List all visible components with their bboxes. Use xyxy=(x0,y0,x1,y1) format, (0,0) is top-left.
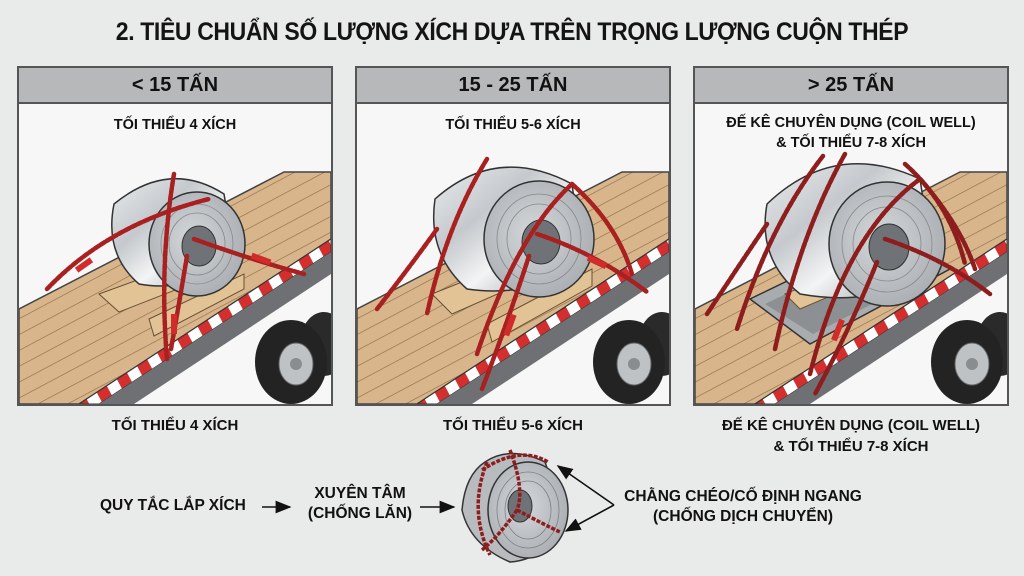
trailer-wheel-icon xyxy=(931,312,1007,404)
trailer-wheel-icon xyxy=(255,312,331,404)
panel-header: < 15 TẤN xyxy=(19,68,331,104)
trailer-wheel-icon xyxy=(593,312,669,404)
panel-15-to-25-tons: 15 - 25 TẤN TỐI THIỂU 5-6 XÍCH xyxy=(355,66,671,406)
panel-caption: TỐI THIỂU 4 XÍCH xyxy=(111,417,239,434)
chain-icon xyxy=(44,171,307,362)
panel-under-15-tons: < 15 TẤN TỐI THIỂU 4 XÍCH xyxy=(17,66,333,406)
cross-tie-label: CHẰNG CHÉO/CỐ ĐỊNH NGANG (CHỐNG DỊCH CHU… xyxy=(624,488,862,525)
rule-label: QUY TẮC LẮP XÍCH xyxy=(100,497,246,514)
panel-subtitle: ĐẾ KÊ CHUYÊN DỤNG (COIL WELL) & TỐI THIỂ… xyxy=(726,115,976,151)
panel-over-25-tons: > 25 TẤN ĐẾ KÊ CHUYÊN DỤNG (COIL WELL) &… xyxy=(693,66,1009,406)
panel-caption: ĐẾ KÊ CHUYÊN DỤNG (COIL WELL) & TỐI THIỂ… xyxy=(721,417,981,455)
panel-header: 15 - 25 TẤN xyxy=(357,68,669,104)
panel-header: > 25 TẤN xyxy=(695,68,1007,104)
coil-trailer-illustration xyxy=(695,151,1007,404)
page-title: 2. TIÊU CHUẨN SỐ LƯỢNG XÍCH DỰA TRÊN TRỌ… xyxy=(115,18,909,46)
panel-subtitle: TỐI THIỂU 5-6 XÍCH xyxy=(445,117,581,133)
through-center-label: XUYÊN TÂM (CHỐNG LĂN) xyxy=(307,485,413,522)
panel-caption: TỐI THIỂU 5-6 XÍCH xyxy=(442,417,584,434)
coil-trailer-illustration xyxy=(19,171,331,404)
coil-chain-rule-icon xyxy=(461,449,569,563)
chain-icon xyxy=(374,156,650,392)
panel-subtitle: TỐI THIỂU 4 XÍCH xyxy=(113,117,237,133)
arrow-pointer-icon xyxy=(564,504,615,532)
chain-icon xyxy=(704,151,993,397)
coil-trailer-illustration xyxy=(357,156,669,404)
arrow-pointer-icon xyxy=(556,465,615,506)
